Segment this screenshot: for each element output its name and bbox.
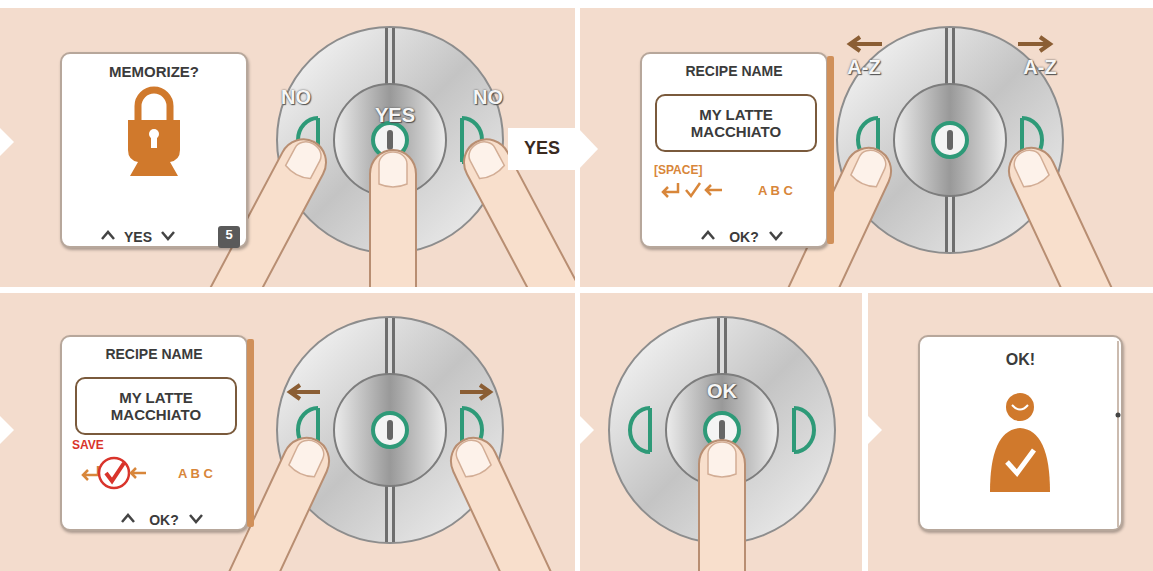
finger [1001,140,1119,287]
scroll-dot [1116,413,1121,418]
softkey-label: OK? [134,513,194,528]
recipe-name-field: MY LATTE MACCHIATO [655,94,817,152]
page-number: 5 [218,228,240,242]
up-caret [102,232,114,239]
up-caret [122,515,134,522]
letter-keys: A B C [178,467,242,481]
selection-circle [99,458,129,488]
step-label: YES [492,138,592,159]
recipe-name: MY LATTE MACCHIATO [686,106,786,140]
button-label: YES [345,104,445,127]
scrollbar [827,56,834,244]
down-caret [162,232,174,239]
finger [370,150,416,287]
control-dial [277,317,503,543]
scrollbar [247,339,254,527]
finger [443,430,561,571]
check-symbol [686,183,700,196]
check-symbol [106,463,124,481]
step-pointer [0,416,14,444]
smile [1012,405,1028,410]
page-number-badge: 5 [218,226,240,248]
backspace-symbol [131,468,146,478]
display-screen: MEMORIZE? YES 5 [60,52,248,248]
keyhole [149,129,159,139]
panel-content [781,27,1119,287]
screen-title: MEMORIZE? [62,64,246,81]
step-pointer [0,128,14,156]
step-pointer [580,416,594,444]
display-screen: RECIPE NAME SAVE A B C OK? MY LATTE MACCHIAT… [60,335,248,531]
screen-title: RECIPE NAME [62,347,246,362]
button-label: NO [438,86,538,109]
step-panel [868,293,1153,571]
letter-keys: A B C [758,184,822,198]
person-head [1006,393,1034,421]
finger [699,440,745,571]
scrollbar [1117,341,1119,527]
button-label: OK [672,380,772,403]
down-caret [190,515,202,522]
softkey-label: OK? [714,230,774,245]
backspace-symbol [706,185,722,195]
lock-shackle [138,90,170,120]
softkey-label: YES [108,230,168,245]
check-symbol [1007,450,1034,473]
button-label: NO [246,86,346,109]
direction-arrow [1018,37,1050,51]
direction-arrow [290,385,320,399]
person-body [990,428,1050,492]
down-caret [770,232,782,239]
up-caret [702,232,714,239]
recipe-name: MY LATTE MACCHIATO [106,389,206,423]
panel-content [609,317,835,571]
direction-arrow [460,385,490,399]
screen-title: RECIPE NAME [642,64,826,79]
enter-symbol [83,466,98,480]
display-screen: OK! [918,335,1123,531]
display-screen: RECIPE NAME [SPACE] A B C OK? MY LATTE MACCH… [640,52,828,248]
lock-body [128,120,180,176]
direction-arrow [850,37,882,51]
save-label: SAVE [72,439,132,452]
screen-title: OK! [920,351,1121,369]
button-label: A-Z [814,56,914,79]
button-label: A-Z [990,56,1090,79]
space-key: [SPACE] [654,164,734,177]
step-pointer [868,416,882,444]
keyhole [151,136,157,148]
panel-content [219,317,561,571]
recipe-name-field: MY LATTE MACCHIATO [75,377,237,435]
enter-symbol [663,183,678,197]
